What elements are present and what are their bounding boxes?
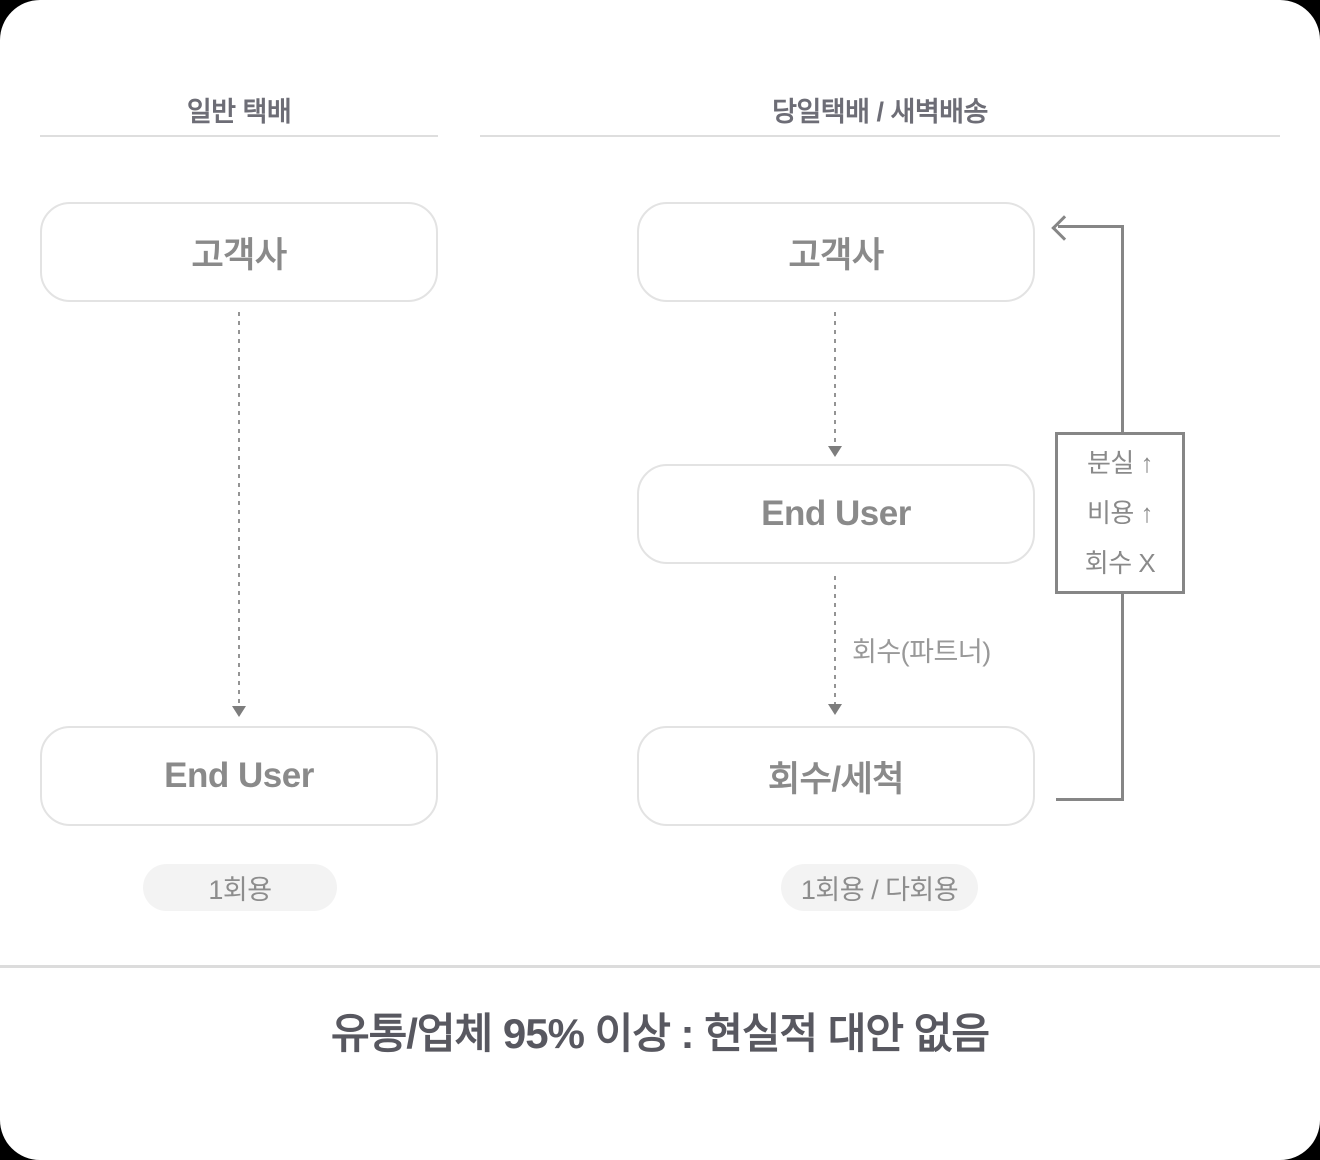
column-title-regular-delivery: 일반 택배 <box>186 97 292 127</box>
loop-line-top <box>1058 225 1124 228</box>
node-customer-right: 고객사 <box>637 202 1035 302</box>
column-title-same-day-delivery: 당일택배 / 새벽배송 <box>772 97 988 127</box>
note-cost-up: 비용 ↑ <box>1086 498 1154 528</box>
node-customer-left: 고객사 <box>40 202 438 302</box>
dashed-arrow-right-top <box>828 312 842 457</box>
header-rule-right <box>480 135 1280 137</box>
loop-note-box: 분실 ↑ 비용 ↑ 회수 X <box>1055 432 1185 594</box>
note-no-collection: 회수 X <box>1084 548 1156 578</box>
footer-divider <box>0 965 1320 968</box>
loop-line-bottom <box>1056 798 1124 801</box>
loop-arrowhead-icon <box>1051 215 1077 241</box>
note-loss-up: 분실 ↑ <box>1086 448 1154 478</box>
node-end-user-left: End User <box>40 726 438 826</box>
dashed-arrow-right-bottom <box>828 576 842 715</box>
node-collection-washing: 회수/세척 <box>637 726 1035 826</box>
badge-single-multi-use: 1회용 / 다회용 <box>781 864 978 911</box>
edge-label-collection-partner: 회수(파트너) <box>852 637 991 667</box>
header-rule-left <box>40 135 438 137</box>
dashed-arrow-left <box>232 312 246 717</box>
badge-single-use: 1회용 <box>143 864 337 911</box>
node-end-user-right: End User <box>637 464 1035 564</box>
footer-headline: 유통/업체 95% 이상 : 현실적 대안 없음 <box>330 1010 990 1057</box>
